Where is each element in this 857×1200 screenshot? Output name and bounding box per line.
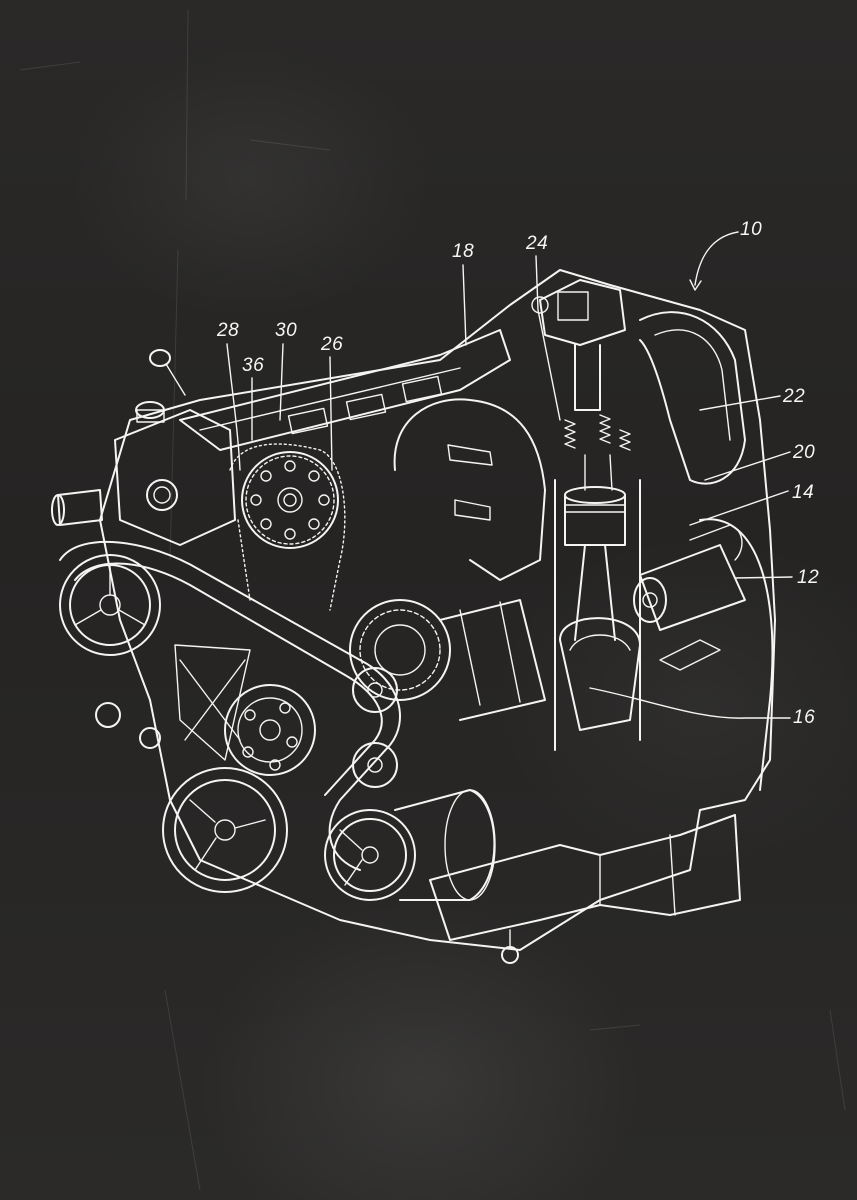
oil-pan: [429, 814, 741, 964]
reference-label-36: 36: [242, 355, 265, 376]
reference-label-10: 10: [740, 219, 763, 240]
cam-sprocket: [229, 443, 346, 611]
leader-28: [226, 343, 241, 471]
reference-label-30: 30: [275, 320, 298, 341]
leader-20: [704, 451, 791, 481]
reference-label-20: 20: [793, 442, 816, 463]
leader-10-arrow: [694, 231, 739, 286]
leader-26: [329, 356, 333, 471]
reference-label-14: 14: [792, 482, 815, 503]
reference-label-22: 22: [783, 386, 806, 407]
chalk-scratches: [19, 9, 846, 1191]
reference-label-26: 26: [321, 334, 344, 355]
reference-label-16: 16: [793, 707, 816, 728]
reference-label-12: 12: [797, 567, 820, 588]
leader-24: [535, 255, 561, 421]
reference-label-24: 24: [526, 233, 549, 254]
leader-lines: [226, 231, 793, 719]
leader-30: [279, 343, 284, 421]
reference-label-18: 18: [452, 241, 475, 262]
leader-18: [462, 264, 467, 346]
leader-16: [589, 687, 791, 719]
engine-block: [51, 269, 776, 951]
cylinder-cutaway: [531, 279, 774, 791]
accessory-drive: [59, 540, 496, 901]
alternator: [349, 599, 546, 721]
reference-label-28: 28: [217, 320, 240, 341]
